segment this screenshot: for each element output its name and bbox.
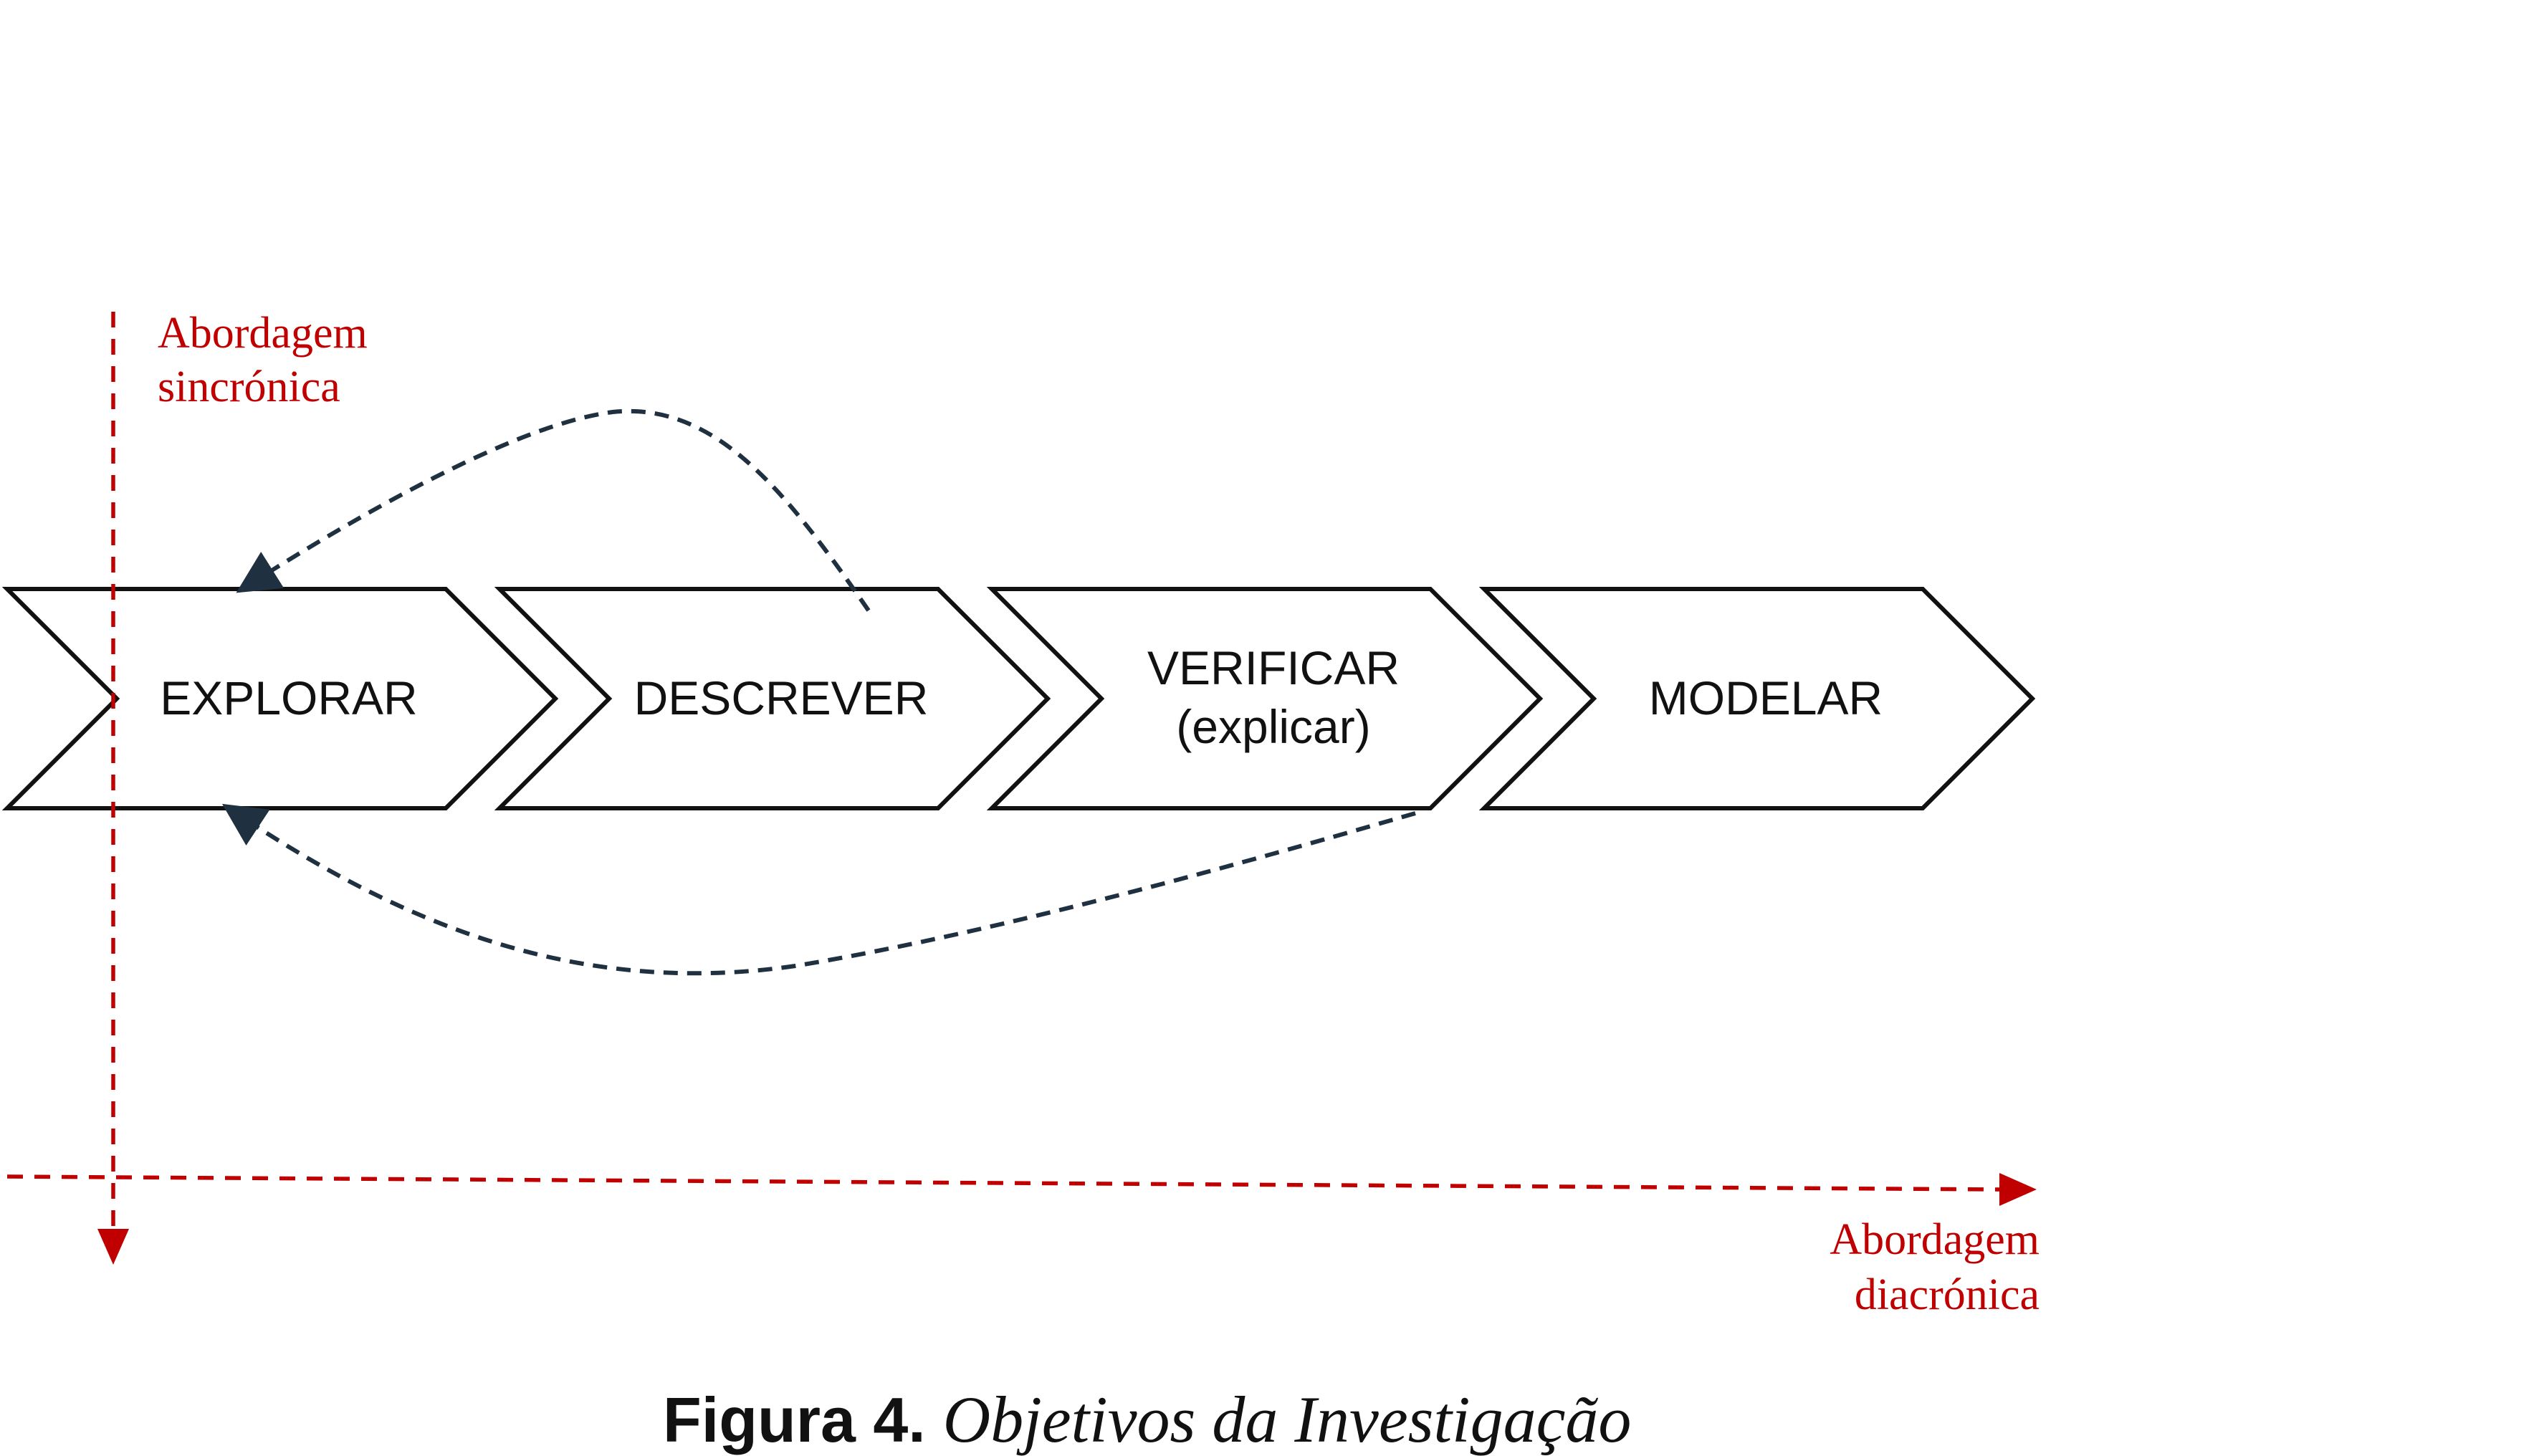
figure-caption: Figura 4. Objetivos da Investigação [663, 1383, 1631, 1456]
caption-text: Objetivos da Investigação [943, 1383, 1632, 1456]
stage-modelar-chevron [1478, 587, 2036, 810]
stage-explorar-chevron [1, 587, 559, 810]
diachronic-label-line-1: Abordagem [1830, 1215, 2040, 1264]
stage-explorar-label: EXPLORAR [160, 671, 417, 724]
diachronic-axis-label: Abordagem diacrónica [1830, 1215, 2040, 1319]
diachronic-axis-arrowhead [1999, 1173, 2037, 1206]
stage-verificar-sublabel: (explicar) [1176, 700, 1370, 753]
feedback-arrow-descrever-to-explorar [236, 408, 871, 612]
stage-chevrons [1, 587, 2036, 810]
caption-label: Figura 4. [663, 1384, 926, 1455]
stage-descrever-label: DESCREVER [634, 671, 929, 724]
diachronic-axis [6, 1174, 2000, 1192]
stage-verificar-label: VERIFICAR [1147, 641, 1400, 694]
stage-verificar-chevron [986, 587, 1544, 810]
synchronic-label-line-2: sincrónica [158, 363, 340, 411]
synchronic-label-line-1: Abordagem [158, 309, 368, 358]
stage-descrever-chevron [494, 587, 1051, 810]
stage-labels: EXPLORAR DESCREVER VERIFICAR (explicar) … [160, 641, 1883, 753]
stage-modelar-label: MODELAR [1649, 671, 1883, 724]
synchronic-axis-label: Abordagem sincrónica [158, 309, 368, 411]
feedback-arrow-verificar-to-explorar [221, 803, 1416, 976]
diachronic-label-line-2: diacrónica [1855, 1270, 2040, 1319]
synchronic-axis-arrowhead [97, 1229, 129, 1265]
